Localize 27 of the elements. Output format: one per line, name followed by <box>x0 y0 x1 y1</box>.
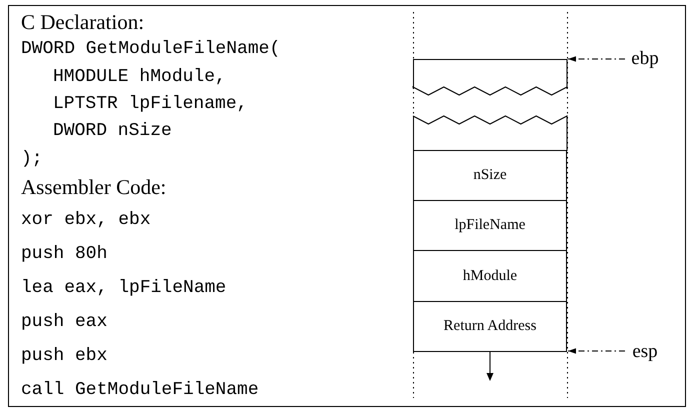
code-line: push ebx <box>21 345 108 368</box>
code-line: HMODULE hModule, <box>53 66 226 89</box>
stack-slot <box>413 301 567 352</box>
pointer-arrow <box>568 56 626 62</box>
code-line: xor ebx, ebx <box>21 209 151 232</box>
torn-stack-region <box>413 114 567 151</box>
code-line: LPTSTR lpFilename, <box>53 93 248 116</box>
pointer-arrow <box>568 348 626 354</box>
slot-label: Return Address <box>444 318 536 334</box>
slot-label: lpFileName <box>454 216 526 234</box>
stack-slot <box>413 150 567 201</box>
code-line: lea eax, lpFileName <box>21 277 226 300</box>
code-line: DWORD GetModuleFileName( <box>21 38 280 61</box>
register-name: esp <box>632 341 658 363</box>
slot-label: hModule <box>462 268 518 284</box>
code-line: ); <box>21 148 43 171</box>
section-heading: Assembler Code: <box>21 175 166 199</box>
code-line: push 80h <box>21 243 108 266</box>
stack-slot <box>413 251 567 302</box>
torn-stack-region <box>413 59 567 95</box>
register-name: ebp <box>631 48 659 70</box>
code-line: call GetModuleFileName <box>21 379 259 402</box>
code-line: push eax <box>21 311 108 334</box>
code-line: DWORD nSize <box>53 120 172 143</box>
stack-slot <box>413 200 567 251</box>
slot-label: nSize <box>473 167 507 184</box>
section-heading: C Declaration: <box>21 10 144 34</box>
